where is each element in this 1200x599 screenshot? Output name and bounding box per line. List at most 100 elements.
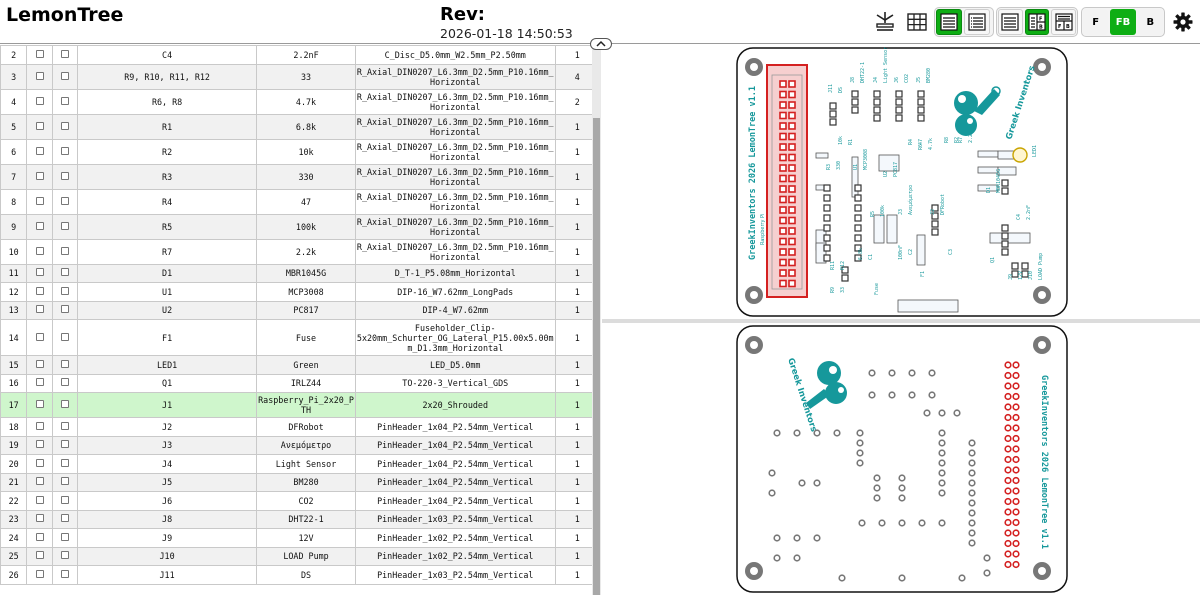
bom-grouped-button[interactable] (936, 9, 962, 35)
sourced-checkbox[interactable] (35, 359, 44, 368)
placed-checkbox[interactable] (60, 514, 69, 523)
sourced-checkbox[interactable] (35, 121, 44, 130)
placed-checkbox[interactable] (60, 532, 69, 541)
sourced-checkbox[interactable] (35, 246, 44, 255)
placed-checkbox[interactable] (60, 96, 69, 105)
layer-front-button[interactable]: F (1083, 9, 1109, 35)
back-j1-pin (1012, 392, 1020, 401)
placed-checkbox[interactable] (60, 440, 69, 449)
bom-left-fb-right-button[interactable]: F B (1024, 9, 1050, 35)
placed-checkbox[interactable] (60, 121, 69, 130)
placed-checkbox[interactable] (60, 196, 69, 205)
placed-checkbox[interactable] (60, 332, 69, 341)
sourced-checkbox[interactable] (35, 400, 44, 408)
placed-checkbox[interactable] (60, 495, 69, 504)
references-cell: J1 (77, 392, 258, 418)
sourced-checkbox[interactable] (35, 146, 44, 155)
placed-checkbox[interactable] (60, 569, 69, 578)
placed-checkbox[interactable] (60, 71, 69, 80)
silkscreen-label: 47 (918, 139, 924, 145)
back-pcb-drawing[interactable]: GreekInventors 2026 LemonTree v1.1 Greek… (602, 323, 1200, 595)
placed-checkbox[interactable] (60, 400, 69, 408)
sourced-checkbox[interactable] (35, 458, 44, 467)
sourced-checkbox[interactable] (35, 551, 44, 560)
grid-view-button[interactable] (905, 9, 929, 35)
bom-top-fb-bottom-button[interactable]: F B (1051, 9, 1077, 35)
bom-ungrouped-button[interactable] (964, 9, 990, 35)
back-j1-pin (1012, 413, 1020, 422)
sourced-checkbox[interactable] (35, 305, 44, 314)
sourced-checkbox[interactable] (35, 569, 44, 578)
placed-checkbox[interactable] (60, 551, 69, 560)
placed-checkbox[interactable] (60, 221, 69, 230)
sourced-checkbox[interactable] (35, 171, 44, 180)
sourced-checkbox[interactable] (35, 532, 44, 541)
front-pcb-drawing[interactable]: Raspberry Pi GreekInventors 2026 LemonTr… (602, 45, 1200, 319)
sourced-checkbox[interactable] (35, 514, 44, 523)
sourced-checkbox[interactable] (35, 332, 44, 341)
layer-back-button[interactable]: B (1137, 9, 1163, 35)
back-pad (833, 429, 841, 437)
placed-checkbox[interactable] (60, 49, 69, 58)
placed-checkbox[interactable] (60, 421, 69, 430)
sourced-checkbox[interactable] (35, 71, 44, 80)
placed-checkbox[interactable] (60, 268, 69, 277)
placed-checkbox[interactable] (60, 359, 69, 368)
placed-checkbox[interactable] (60, 146, 69, 155)
sourced-checkbox[interactable] (35, 49, 44, 58)
sourced-checkbox[interactable] (35, 196, 44, 205)
references-cell: J9 (77, 528, 258, 548)
placed-checkbox[interactable] (60, 458, 69, 467)
sourced-checkbox[interactable] (35, 378, 44, 387)
view-divider[interactable] (602, 319, 1200, 323)
fab-icon-button[interactable] (873, 9, 897, 35)
bom-scrollbar-thumb[interactable] (593, 118, 600, 595)
sourced-checkbox[interactable] (35, 421, 44, 430)
split-handle[interactable] (590, 38, 612, 50)
placed-checkbox[interactable] (60, 305, 69, 314)
layer-both-button[interactable]: FB (1110, 9, 1136, 35)
settings-button[interactable] (1171, 9, 1195, 35)
back-pcb-canvas[interactable]: GreekInventors 2026 LemonTree v1.1 Greek… (602, 323, 1200, 595)
placed-checkbox[interactable] (60, 286, 69, 295)
placed-checkbox[interactable] (60, 477, 69, 486)
sourced-checkbox[interactable] (35, 440, 44, 449)
sourced-checkbox[interactable] (35, 221, 44, 230)
sourced-checkbox[interactable] (35, 268, 44, 277)
references-cell: J2 (77, 417, 258, 437)
placed-checkbox[interactable] (60, 171, 69, 180)
placed-checkbox[interactable] (60, 246, 69, 255)
sourced-checkbox[interactable] (35, 96, 44, 105)
front-pcb-canvas[interactable]: Raspberry Pi GreekInventors 2026 LemonTr… (602, 45, 1200, 319)
sourced-checkbox[interactable] (35, 495, 44, 504)
sourced-checkbox[interactable] (35, 286, 44, 295)
placed-checkbox[interactable] (60, 378, 69, 387)
sourced-checkbox[interactable] (35, 477, 44, 486)
bom-only-button[interactable] (998, 9, 1023, 35)
